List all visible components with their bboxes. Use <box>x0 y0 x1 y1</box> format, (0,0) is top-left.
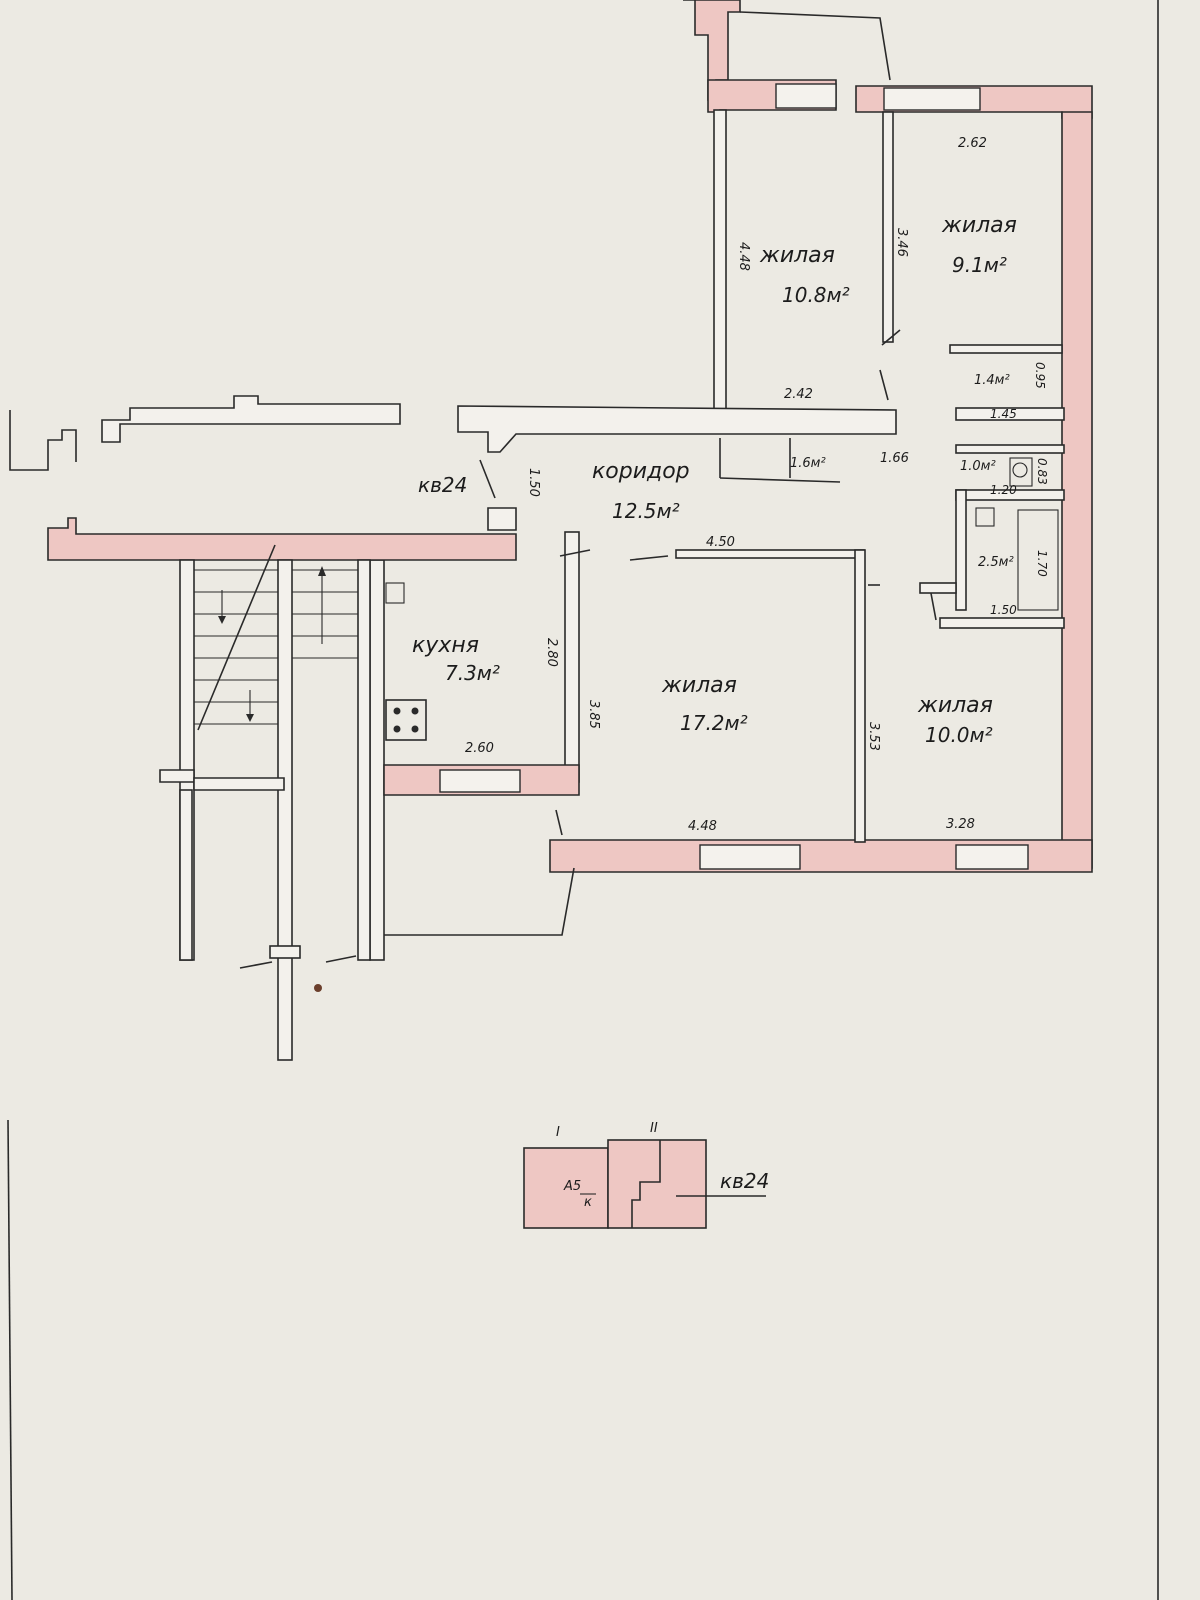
key-plan-section-2-label: II <box>650 1121 658 1136</box>
dim-120: 1.20 <box>990 483 1017 497</box>
staircase <box>194 544 358 731</box>
dimension-labels: 2.62 4.48 3.46 2.42 0.95 1.45 1.66 1.50 … <box>465 136 1049 834</box>
key-plan: I II А5 к кв24 <box>523 1121 769 1229</box>
window-bedroom1 <box>775 83 837 109</box>
wall-stair-right <box>357 559 371 961</box>
label-bedroom-top-right-name: жилая <box>941 213 1017 238</box>
dim-166: 1.66 <box>880 451 909 466</box>
key-plan-stamp-top: А5 <box>563 1179 581 1194</box>
label-closet-top-area: 1.4м² <box>974 373 1010 388</box>
label-toilet-area: 1.0м² <box>960 459 996 474</box>
label-apartment: кв24 <box>418 473 467 497</box>
dim-346: 3.46 <box>894 228 909 257</box>
ink-spot <box>314 984 322 992</box>
doors <box>239 329 957 969</box>
wall-living-top <box>675 549 865 559</box>
wall-bedroom1-left <box>713 109 727 411</box>
dim-328: 3.28 <box>946 817 975 832</box>
dim-150-corridor: 1.50 <box>526 468 541 497</box>
dim-448-top: 4.48 <box>736 242 751 271</box>
wall-stair-core <box>277 559 293 1061</box>
dim-150-bath: 1.50 <box>990 603 1017 617</box>
wall-kitchen-left <box>369 559 385 961</box>
bathtub <box>1017 509 1059 611</box>
fragment-top-left <box>9 410 77 471</box>
wall-toilet-top <box>955 444 1065 454</box>
fragment-top-wall <box>101 395 401 443</box>
wall-living-partition <box>854 549 866 843</box>
windows <box>439 83 1029 870</box>
dim-450: 4.50 <box>706 535 735 550</box>
window-kitchen <box>439 769 521 793</box>
wall-closet-bottom <box>955 407 1065 421</box>
key-plan-apartment-label: кв24 <box>720 1169 769 1193</box>
key-plan-stamp-bottom: к <box>584 1195 592 1210</box>
label-kitchen-area: 7.3м² <box>445 661 500 685</box>
label-bedroom-top-right-area: 9.1м² <box>952 253 1007 277</box>
label-bedroom-top-left-area: 10.8м² <box>782 283 850 307</box>
label-wardrobe-area: 1.6м² <box>790 456 826 471</box>
key-plan-section-1 <box>523 1147 609 1229</box>
sheet-border-left <box>7 1119 13 1600</box>
stove <box>385 699 427 741</box>
label-living-center-area: 17.2м² <box>680 711 748 735</box>
balcony-bottom-outline <box>384 867 575 936</box>
wall-bedrooms-partition <box>882 111 894 343</box>
wall-corridor-top <box>457 405 897 453</box>
key-plan-section-1-label: I <box>556 1125 560 1140</box>
dim-448-bottom: 4.48 <box>688 819 717 834</box>
wall-corridor-left-stub <box>487 507 517 531</box>
dim-280: 2.80 <box>544 638 559 667</box>
window-bedroom2 <box>883 87 981 111</box>
wall-bath-left <box>955 489 967 611</box>
wall-bottom-left <box>159 769 195 783</box>
toilet-fixture <box>1009 457 1033 487</box>
fixtures <box>385 457 1059 741</box>
label-living-right-area: 10.0м² <box>925 723 993 747</box>
washbasin <box>975 507 995 527</box>
wall-kitchen-living <box>564 531 580 783</box>
dim-353: 3.53 <box>866 722 881 751</box>
key-plan-apartment-outline <box>631 1140 661 1228</box>
wall-stair-top <box>47 517 517 561</box>
window-living-right <box>955 844 1029 870</box>
dim-145: 1.45 <box>990 407 1017 421</box>
dim-083: 0.83 <box>1035 458 1049 485</box>
dim-170: 1.70 <box>1035 550 1049 577</box>
dim-262: 2.62 <box>958 136 987 151</box>
wall-closet-top <box>949 344 1063 354</box>
label-living-center-name: жилая <box>661 673 737 698</box>
label-corridor-name: коридор <box>592 459 690 484</box>
balcony-top-outline <box>739 11 891 81</box>
label-bedroom-top-left-name: жилая <box>759 243 835 268</box>
kitchen-sink <box>385 582 405 604</box>
label-bath-area: 2.5м² <box>978 555 1014 570</box>
wall-lower-left <box>179 789 193 961</box>
dim-242: 2.42 <box>784 387 813 402</box>
wall-right <box>1061 111 1093 869</box>
dim-260: 2.60 <box>465 741 494 756</box>
wall-bottom-left-2 <box>193 777 285 791</box>
dim-095: 0.95 <box>1033 362 1047 389</box>
label-living-right-name: жилая <box>917 693 993 718</box>
label-kitchen-name: кухня <box>412 633 479 658</box>
label-corridor-area: 12.5м² <box>612 499 680 523</box>
room-labels: жилая 10.8м² жилая 9.1м² коридор 12.5м² … <box>412 213 1017 747</box>
wall-bath-bottom <box>939 617 1065 629</box>
dim-385: 3.85 <box>586 700 601 729</box>
key-plan-section-2 <box>607 1139 707 1229</box>
window-living-center <box>699 844 801 870</box>
